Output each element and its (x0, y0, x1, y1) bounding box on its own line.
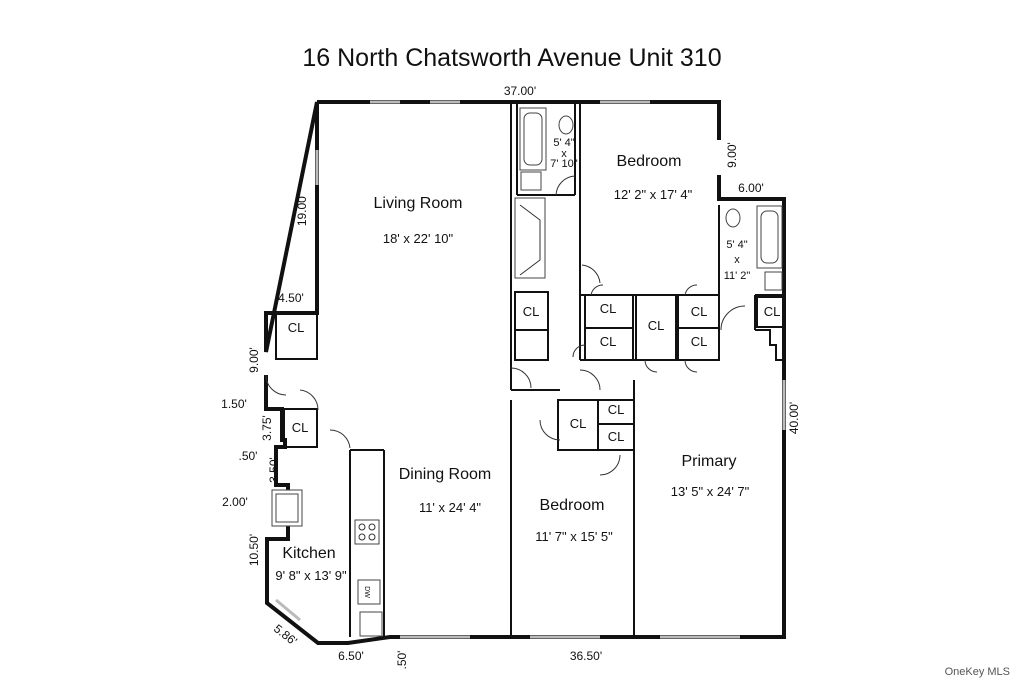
dim-kitchen-bottom: 6.50' (338, 649, 364, 663)
closet-empty (514, 329, 549, 361)
dishwasher-label: DW (363, 586, 370, 598)
toilet (558, 115, 574, 135)
fixtures: DW (271, 107, 783, 637)
closet (584, 327, 634, 361)
dim-step-a: 1.50' (221, 397, 247, 411)
dim-right-lower: 40.00' (787, 402, 801, 434)
windows (275, 100, 786, 639)
room-size: 11' x 24' 4" (419, 500, 481, 515)
stove (354, 519, 380, 545)
closet (756, 296, 785, 328)
room-size: 18' x 22' 10" (383, 231, 454, 246)
room-size: 13' 5" x 24' 7" (671, 484, 750, 499)
dim-step-e: 2.00' (222, 495, 248, 509)
room-name: Bedroom (617, 153, 682, 170)
closet (677, 327, 720, 361)
dim-step-d: 3.50' (267, 457, 281, 483)
dim-step-b: 3.75' (260, 415, 274, 441)
closet-label: CL (288, 320, 305, 335)
closets (275, 291, 785, 451)
closet-label: CL (764, 304, 781, 319)
dim-right-upper: 9.00' (725, 142, 739, 168)
closet (275, 312, 318, 360)
bath-size: 11' 2" (724, 270, 751, 282)
dim-left-closet: 9.00' (247, 347, 261, 373)
closet-label: CL (648, 318, 665, 333)
closet (635, 294, 677, 361)
bath-size: 7' 10" (550, 158, 578, 170)
room-name: Living Room (374, 195, 463, 212)
bath-size: x (561, 148, 567, 160)
closet-label: CL (292, 420, 309, 435)
dim-bottom: 36.50' (570, 649, 602, 663)
closet-label: CL (570, 416, 587, 431)
closet-label: CL (523, 304, 540, 319)
bath-size: 5' 4" (726, 239, 747, 251)
dim-right-step: 6.00' (738, 181, 764, 195)
closet-label: CL (691, 334, 708, 349)
closet-labels: CL CL CL CL CL CL CL CL CL CL CL CL (288, 301, 781, 444)
closet-label: CL (608, 402, 625, 417)
dim-step-top: 4.50' (278, 291, 304, 305)
bath-size: x (734, 254, 740, 266)
bath-labels: 5' 4" x 7' 10" 5' 4" x 11' 2" (550, 137, 750, 282)
closet-label: CL (600, 334, 617, 349)
room-name: Bedroom (540, 497, 605, 514)
closet-label: CL (600, 301, 617, 316)
dishwasher (357, 579, 381, 605)
fridge (359, 611, 383, 637)
dim-bottom-small: .50' (395, 651, 409, 670)
watermark: OneKey MLS (944, 666, 1010, 678)
plan-title: 16 North Chatsworth Avenue Unit 310 (302, 44, 722, 72)
bath-size: 5' 4" (553, 137, 574, 149)
room-labels: Living Room 18' x 22' 10" Bedroom 12' 2"… (275, 153, 749, 583)
door-swings (265, 175, 746, 476)
closet-label: CL (608, 429, 625, 444)
toilet (725, 208, 741, 228)
closet (597, 423, 635, 451)
dim-kitchen-left: 10.50' (247, 534, 261, 566)
closet (283, 408, 318, 448)
room-name: Kitchen (282, 545, 335, 562)
sink (520, 171, 542, 191)
dim-top: 37.00' (504, 84, 536, 98)
dimension-labels: 37.00' 36.50' 19.00' 4.50' 9.00' 1.50' 3… (221, 84, 801, 669)
dim-step-c: .50' (239, 449, 258, 463)
room-size: 9' 8" x 13' 9" (275, 568, 347, 583)
room-name: Dining Room (399, 466, 491, 483)
room-size: 11' 7" x 15' 5" (535, 529, 613, 544)
room-size: 12' 2" x 17' 4" (614, 187, 693, 202)
dim-left-upper: 19.00' (295, 194, 309, 226)
closet-label: CL (691, 304, 708, 319)
room-name: Primary (681, 453, 736, 470)
sink (764, 271, 783, 291)
